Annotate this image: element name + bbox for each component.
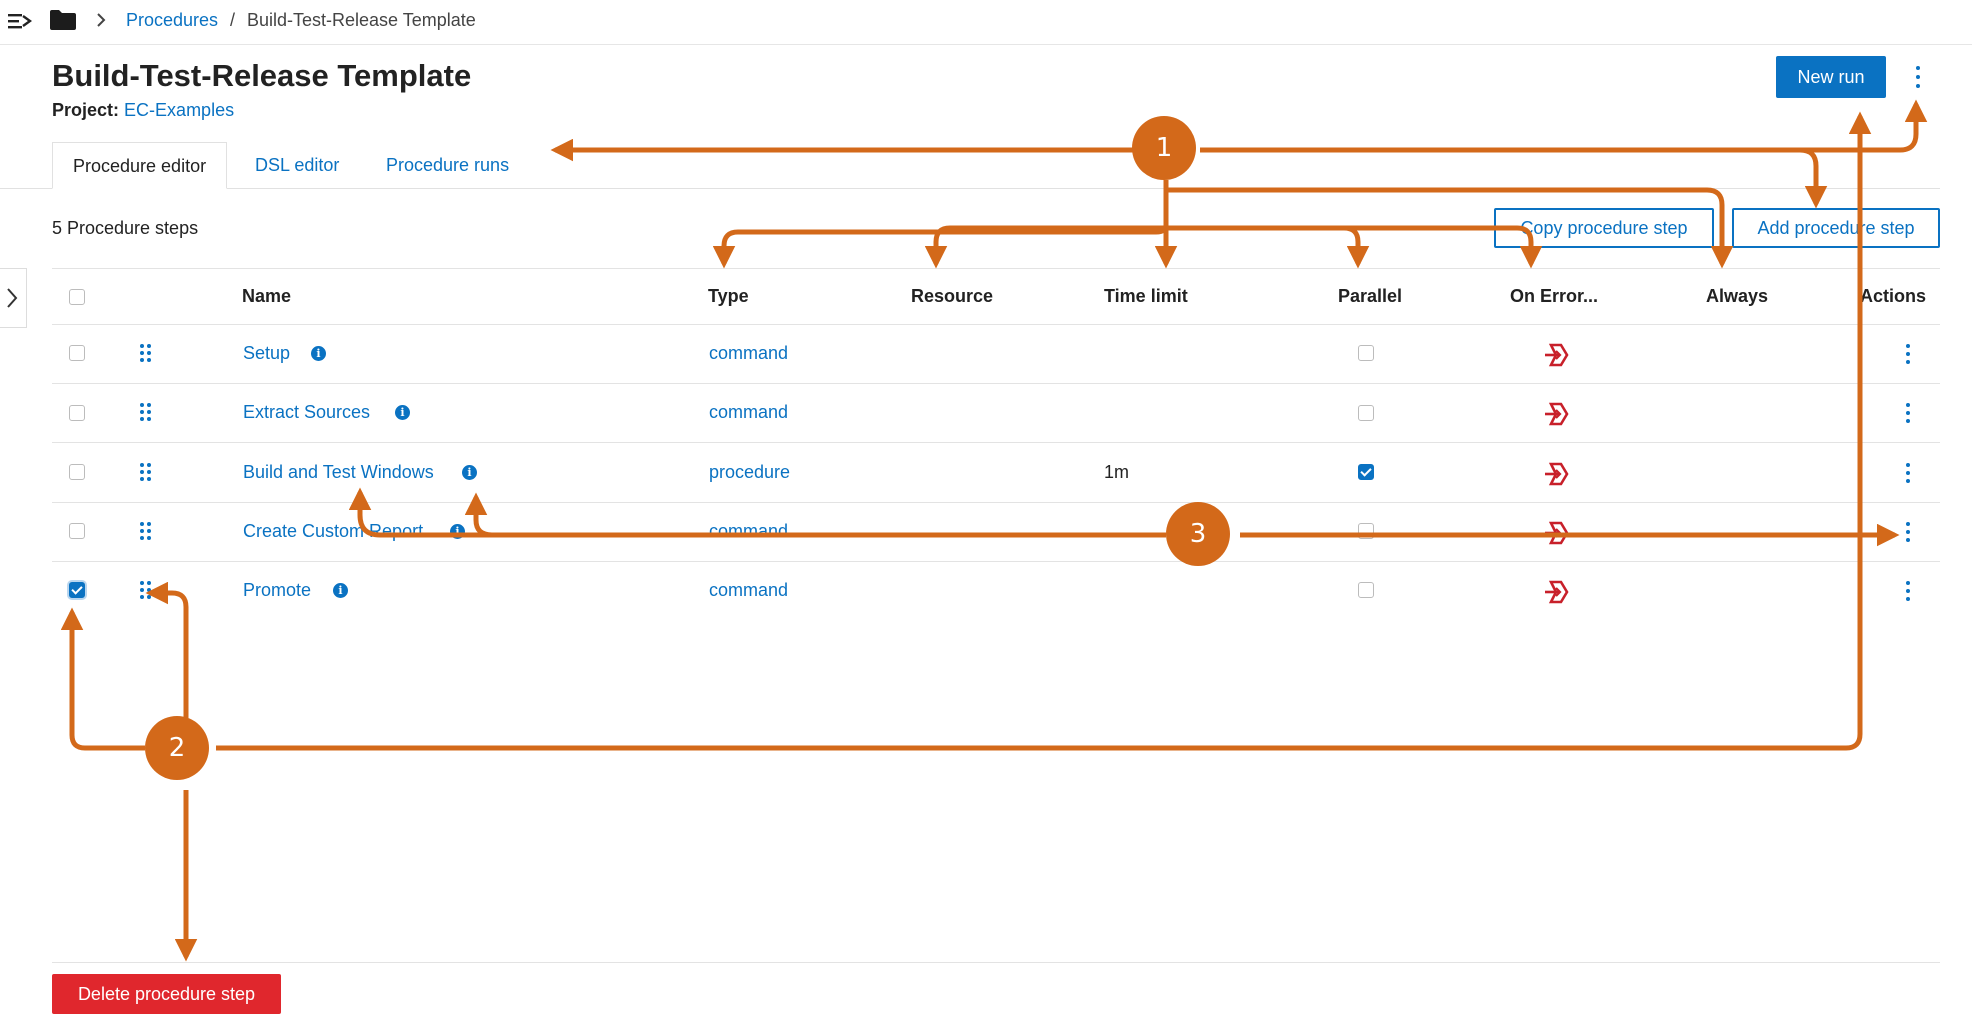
parallel-checkbox[interactable] [1358, 345, 1374, 361]
parallel-checkbox[interactable] [1358, 464, 1374, 480]
column-header-actions: Actions [1860, 286, 1927, 306]
table-top-line [52, 268, 1940, 269]
step-name-link[interactable]: Extract Sources [243, 402, 371, 422]
breadcrumb-procedures-link[interactable]: Procedures [126, 10, 219, 30]
row-kebab-menu-icon[interactable] [1905, 344, 1911, 366]
step-count: 5 Procedure steps [52, 218, 199, 238]
info-icon[interactable]: i [462, 465, 477, 480]
step-type-link[interactable]: procedure [709, 462, 791, 482]
page-kebab-menu-icon[interactable] [1915, 66, 1921, 88]
row-checkbox[interactable] [69, 464, 85, 480]
on-error-icon[interactable] [1543, 520, 1569, 546]
column-header-on-error: On Error... [1510, 286, 1599, 306]
parallel-checkbox[interactable] [1358, 405, 1374, 421]
column-header-parallel: Parallel [1338, 286, 1403, 306]
drag-handle-icon[interactable] [140, 522, 154, 542]
row-divider [52, 502, 1940, 503]
menu-collapse-icon[interactable] [8, 12, 32, 30]
step-type-link[interactable]: command [709, 580, 789, 600]
drag-handle-icon[interactable] [140, 403, 154, 423]
table-header-line [52, 324, 1940, 325]
step-type-link[interactable]: command [709, 521, 789, 541]
row-divider [52, 442, 1940, 443]
on-error-icon[interactable] [1543, 461, 1569, 487]
row-kebab-menu-icon[interactable] [1905, 463, 1911, 485]
column-header-resource: Resource [911, 286, 994, 306]
on-error-icon[interactable] [1543, 401, 1569, 427]
chevron-right-icon [7, 288, 18, 308]
step-name-link[interactable]: Build and Test Windows [243, 462, 434, 482]
step-time-limit: 1m [1104, 462, 1130, 482]
step-name-link[interactable]: Create Custom Report [243, 521, 424, 541]
project-link[interactable]: EC-Examples [124, 100, 235, 120]
row-divider [52, 561, 1940, 562]
parallel-checkbox[interactable] [1358, 523, 1374, 539]
breadcrumb-current: Build-Test-Release Template [247, 10, 476, 30]
row-checkbox[interactable] [69, 405, 85, 421]
tabs-divider [0, 188, 1940, 189]
step-type-link[interactable]: command [709, 402, 789, 422]
annotation-callout-1: 1 [1132, 116, 1196, 180]
info-icon[interactable]: i [450, 524, 465, 539]
step-type-link[interactable]: command [709, 343, 789, 363]
copy-procedure-step-button[interactable]: Copy procedure step [1494, 208, 1714, 248]
annotation-callout-2: 2 [145, 716, 209, 780]
tab-procedure-runs[interactable]: Procedure runs [386, 155, 510, 175]
project-info: Project: EC-Examples [52, 100, 234, 121]
breadcrumb-separator: / [230, 10, 236, 30]
row-checkbox[interactable] [69, 345, 85, 361]
top-bar [0, 0, 1972, 45]
row-kebab-menu-icon[interactable] [1905, 403, 1911, 425]
column-header-type: Type [708, 286, 749, 306]
delete-procedure-step-button[interactable]: Delete procedure step [52, 974, 281, 1014]
select-all-checkbox[interactable] [69, 289, 85, 305]
drag-handle-icon[interactable] [140, 581, 154, 601]
info-icon[interactable]: i [395, 405, 410, 420]
side-panel-toggle[interactable] [0, 268, 27, 328]
row-kebab-menu-icon[interactable] [1905, 522, 1911, 544]
step-name-link[interactable]: Setup [243, 343, 291, 363]
row-checkbox[interactable] [69, 523, 85, 539]
annotation-callout-3: 3 [1166, 502, 1230, 566]
chevron-right-icon [97, 13, 106, 27]
row-checkbox[interactable] [69, 582, 85, 598]
tab-dsl-editor[interactable]: DSL editor [255, 155, 340, 175]
column-header-always: Always [1706, 286, 1769, 306]
column-header-name: Name [242, 286, 292, 306]
table-footer-line [52, 962, 1940, 963]
row-divider [52, 383, 1940, 384]
drag-handle-icon[interactable] [140, 463, 154, 483]
folder-icon[interactable] [50, 10, 76, 30]
new-run-button[interactable]: New run [1776, 56, 1886, 98]
on-error-icon[interactable] [1543, 342, 1569, 368]
parallel-checkbox[interactable] [1358, 582, 1374, 598]
column-header-time-limit: Time limit [1104, 286, 1188, 306]
project-label: Project: [52, 100, 120, 120]
page-title: Build-Test-Release Template [52, 58, 472, 93]
step-name-link[interactable]: Promote [243, 580, 312, 600]
add-procedure-step-button[interactable]: Add procedure step [1732, 208, 1940, 248]
tab-procedure-editor[interactable]: Procedure editor [52, 142, 228, 189]
row-kebab-menu-icon[interactable] [1905, 581, 1911, 603]
info-icon[interactable]: i [333, 583, 348, 598]
drag-handle-icon[interactable] [140, 344, 154, 364]
on-error-icon[interactable] [1543, 579, 1569, 605]
info-icon[interactable]: i [311, 346, 326, 361]
